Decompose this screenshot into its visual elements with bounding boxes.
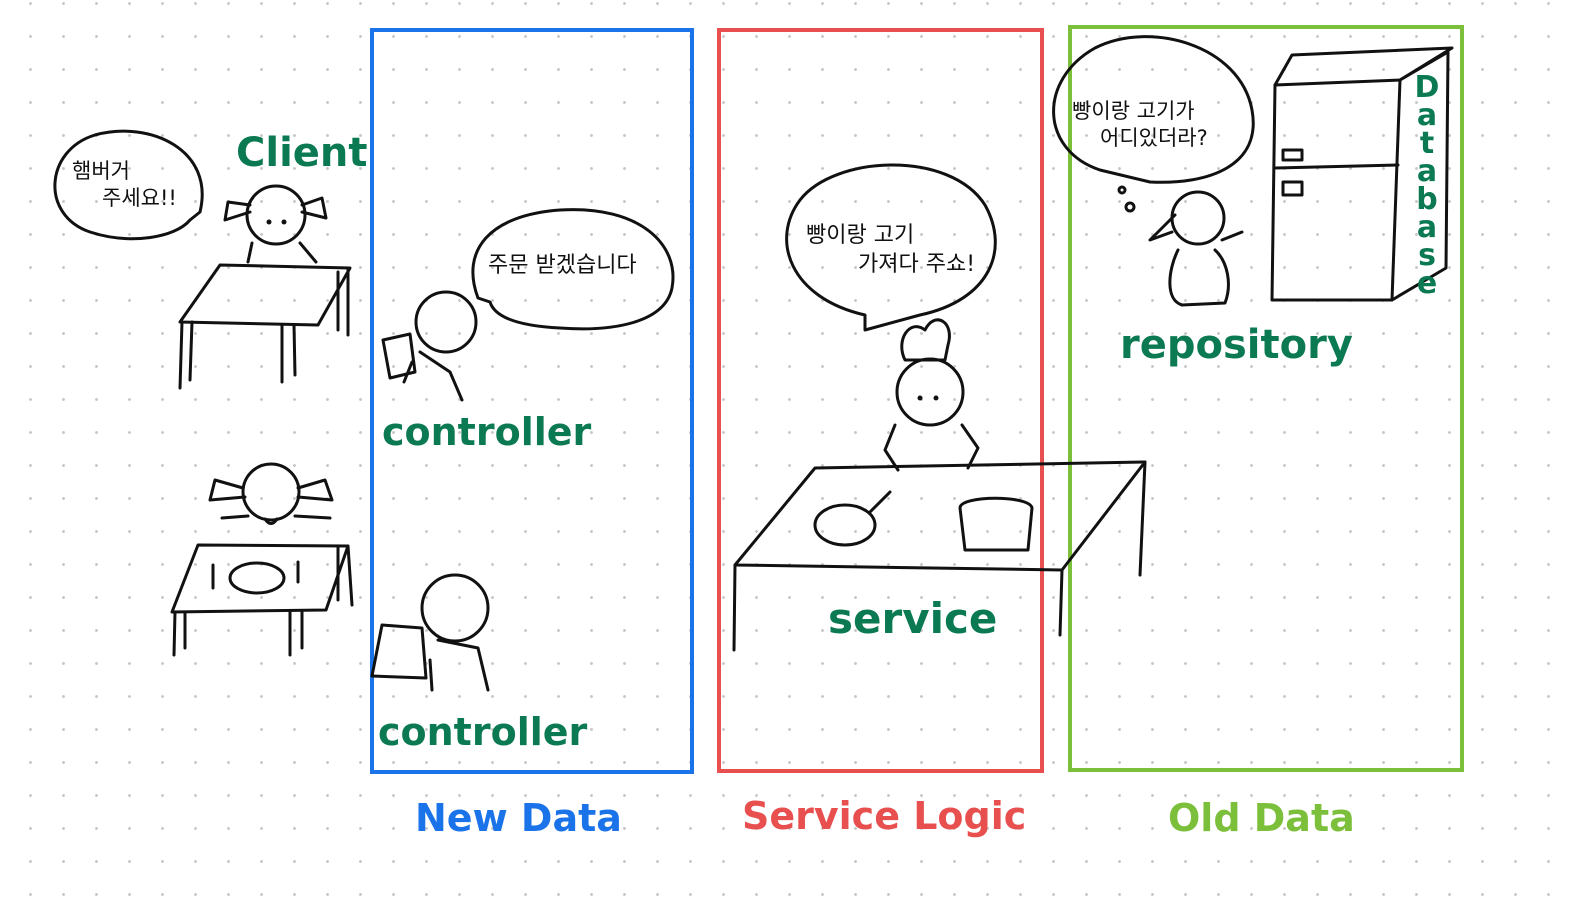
eating-girl-figure bbox=[208, 462, 334, 525]
service-bubble-text: 빵이랑 고기 가져다 주쇼! bbox=[806, 222, 975, 279]
service-label: service bbox=[828, 594, 998, 643]
service-bubble-line2: 가져다 주쇼! bbox=[858, 251, 976, 277]
controller-server-figure bbox=[370, 573, 490, 692]
chef-figure bbox=[883, 318, 980, 472]
controller-order-bubble bbox=[471, 208, 675, 331]
database-label-letter: t bbox=[1419, 126, 1435, 161]
refrigerator bbox=[1270, 46, 1454, 302]
client-bubble-line2: 주세요!! bbox=[102, 186, 177, 211]
repository-bubble-text: 빵이랑 고기가 어디있더라? bbox=[1072, 98, 1208, 153]
repository-bubble-line1: 빵이랑 고기가 bbox=[1072, 99, 1195, 123]
client-speech-bubble bbox=[53, 129, 204, 241]
repository-bubble-line2: 어디있더라? bbox=[1100, 126, 1208, 151]
old-data-caption: Old Data bbox=[1168, 796, 1355, 840]
database-label-letter: a bbox=[1416, 210, 1438, 245]
service-logic-box bbox=[717, 28, 1044, 773]
database-label-letter: a bbox=[1416, 154, 1438, 189]
database-label-letter: D bbox=[1414, 70, 1440, 105]
database-label-letter: a bbox=[1416, 98, 1438, 133]
old-data-box bbox=[1068, 25, 1464, 772]
database-label-letter: e bbox=[1416, 266, 1438, 301]
repository-girl-figure bbox=[1148, 190, 1244, 307]
service-logic-caption: Service Logic bbox=[742, 794, 1027, 838]
controller-waiter-figure bbox=[381, 290, 478, 402]
repository-thought-bubble bbox=[1052, 35, 1255, 184]
repository-label: repository bbox=[1120, 322, 1353, 368]
client-bubble-text: 햄버거 주세요!! bbox=[72, 158, 177, 213]
controller-top-label: controller bbox=[382, 410, 592, 454]
dining-table bbox=[170, 543, 354, 657]
database-label-letter: b bbox=[1416, 182, 1438, 217]
new-data-caption: New Data bbox=[415, 796, 622, 840]
client-label: Client bbox=[236, 130, 368, 176]
controller-bubble-text: 주문 받겠습니다 bbox=[488, 253, 637, 278]
service-bubble-line1: 빵이랑 고기 bbox=[806, 223, 915, 248]
service-speech-bubble bbox=[785, 163, 997, 332]
new-data-box bbox=[370, 28, 694, 774]
controller-bottom-label: controller bbox=[378, 710, 588, 754]
kitchen-counter bbox=[732, 460, 1147, 652]
client-girl-figure bbox=[223, 184, 328, 264]
database-label-letter: s bbox=[1418, 238, 1436, 273]
client-table bbox=[178, 263, 352, 390]
client-bubble-line1: 햄버거 bbox=[72, 159, 130, 183]
